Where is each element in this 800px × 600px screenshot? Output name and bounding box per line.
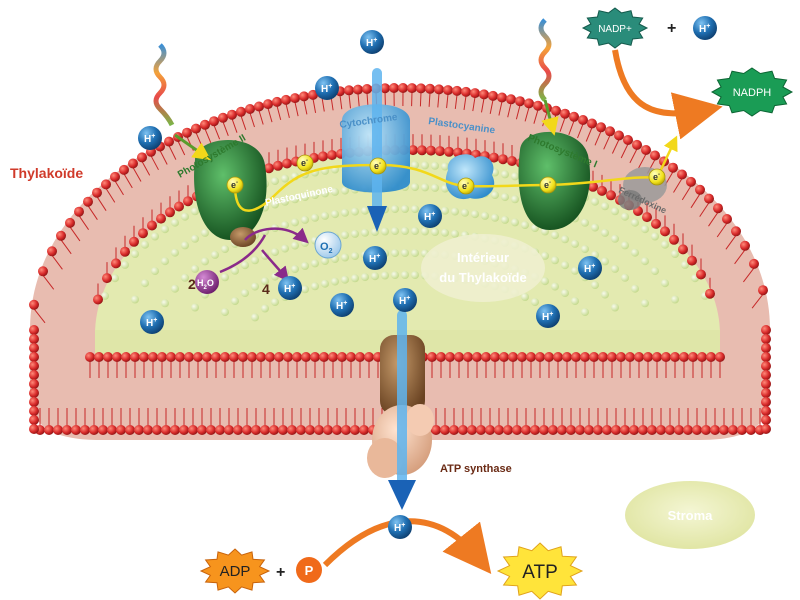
svg-text:H+: H+ <box>146 317 157 329</box>
stroma-label: Stroma <box>668 508 714 523</box>
proton: H+ <box>363 246 387 270</box>
protons: H+ H+ H+ H+ H+ H+ H+ H+ H+ H+ H+ H+ H+ <box>138 16 717 539</box>
electron: e- <box>457 177 475 195</box>
interior-label-line1: Intérieur <box>457 250 509 265</box>
nadp-star: NADP+ <box>581 7 649 49</box>
plus-nadp: + <box>667 20 676 37</box>
nadph-synthesis-arrow <box>612 49 723 140</box>
svg-text:O2: O2 <box>320 241 333 255</box>
stroma-blob <box>625 481 755 549</box>
atp-synthase <box>367 335 434 478</box>
proton-flow-atp-synthase <box>388 310 416 510</box>
nadph-label: NADPH <box>733 87 772 99</box>
interior-label-blob <box>421 234 545 302</box>
svg-text:H+: H+ <box>542 311 553 323</box>
svg-text:H+: H+ <box>336 300 347 312</box>
svg-text:H+: H+ <box>366 37 377 49</box>
electron: e- <box>226 176 244 194</box>
proton: H+ <box>418 204 442 228</box>
adp-label: ADP <box>220 563 251 580</box>
oxygen-molecule: O2 <box>314 231 342 259</box>
proton: H+ <box>315 76 339 100</box>
nadp-label: NADP+ <box>598 24 632 35</box>
proton-count: 4 <box>262 281 270 297</box>
interior-label-line2: du Thylakoïde <box>439 270 526 285</box>
svg-text:e-: e- <box>374 161 381 171</box>
svg-text:H+: H+ <box>144 133 155 145</box>
proton: H+ <box>578 256 602 280</box>
svg-text:H+: H+ <box>284 283 295 295</box>
atp-label: ATP <box>522 562 558 583</box>
electrons: e-e-e-e-e-e- <box>226 154 666 195</box>
svg-text:H+: H+ <box>424 211 435 223</box>
svg-text:H+: H+ <box>699 23 710 35</box>
svg-text:H+: H+ <box>394 522 405 534</box>
proton: H+ <box>360 30 384 54</box>
atp-synthase-label: ATP synthase <box>440 463 512 475</box>
proton: H+ <box>536 304 560 328</box>
svg-text:H+: H+ <box>369 253 380 265</box>
svg-text:e-: e- <box>231 180 238 190</box>
atp-star: ATP <box>496 542 584 600</box>
proton: H+ <box>138 126 162 150</box>
thylakoid-label: Thylakoïde <box>10 165 83 181</box>
oec-cluster <box>230 227 256 247</box>
svg-text:H2O: H2O <box>197 278 214 291</box>
proton: H+ <box>278 276 302 300</box>
svg-text:e-: e- <box>462 181 469 191</box>
electron: e- <box>369 157 387 175</box>
proton: H+ <box>388 515 412 539</box>
electron: e- <box>648 168 666 186</box>
water-input-arrow <box>219 234 267 274</box>
water-count: 2 <box>188 276 196 292</box>
light-wave-ps1 <box>538 18 559 136</box>
proton: H+ <box>693 16 717 40</box>
phosphate: P <box>296 557 322 583</box>
proton: H+ <box>330 293 354 317</box>
proton: H+ <box>393 288 417 312</box>
light-wave-ps2 <box>153 43 212 161</box>
electron-transport-path <box>233 135 678 212</box>
proton-flow-cytochrome <box>367 68 387 232</box>
electron: e- <box>296 154 314 172</box>
electron: e- <box>539 176 557 194</box>
svg-text:H+: H+ <box>399 295 410 307</box>
water-molecules: 2 H2O <box>188 270 219 294</box>
svg-text:H+: H+ <box>584 263 595 275</box>
phosphate-label: P <box>305 563 314 578</box>
nadph-star: NADPH <box>710 67 794 117</box>
svg-text:e-: e- <box>301 158 308 168</box>
plus-adp: + <box>276 564 285 581</box>
svg-text:H+: H+ <box>321 83 332 95</box>
proton-release-arrow <box>261 249 290 282</box>
oxygen-release-arrow <box>244 227 309 244</box>
svg-text:e-: e- <box>653 172 660 182</box>
adp-star: ADP <box>199 548 271 594</box>
svg-text:e-: e- <box>544 180 551 190</box>
proton: H+ <box>140 310 164 334</box>
